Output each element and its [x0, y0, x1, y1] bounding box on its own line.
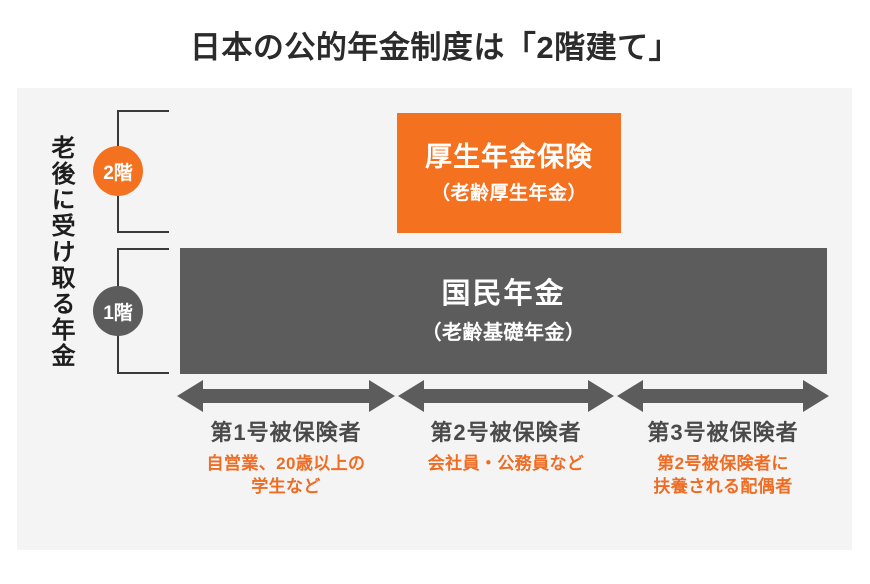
- tier1-box: 国民年金 （老齢基礎年金）: [180, 248, 827, 374]
- category-column-1: 第1号被保険者 自営業、20歳以上の 学生など: [177, 378, 395, 499]
- category-title-3: 第3号被保険者: [647, 420, 799, 445]
- category-desc-3-line2: 扶養される配偶者: [653, 477, 793, 497]
- category-desc-2: 会社員・公務員など: [398, 453, 614, 476]
- category-desc-2-line1: 会社員・公務員など: [427, 454, 585, 474]
- page-title: 日本の公的年金制度は「2階建て」: [189, 30, 681, 65]
- floor-badge-1-label: 1階: [103, 302, 133, 324]
- floor-badge-2-label: 2階: [103, 162, 133, 184]
- category-desc-3: 第2号被保険者に 扶養される配偶者: [617, 453, 829, 499]
- category-desc-1-line2: 学生など: [251, 477, 321, 497]
- floor-badge-1: 1階: [93, 286, 143, 336]
- category-column-3: 第3号被保険者 第2号被保険者に 扶養される配偶者: [617, 378, 829, 499]
- tier1-title: 国民年金: [441, 278, 566, 311]
- vertical-axis-label: 老後に受け取る年金: [47, 135, 74, 369]
- double-arrow-icon: [177, 378, 395, 414]
- category-desc-3-line1: 第2号被保険者に: [657, 454, 789, 474]
- double-arrow-icon: [617, 378, 829, 414]
- category-title-1: 第1号被保険者: [210, 420, 362, 445]
- double-arrow-icon: [398, 378, 614, 414]
- floor-badge-2: 2階: [93, 146, 143, 196]
- category-desc-1-line1: 自営業、20歳以上の: [206, 454, 366, 474]
- tier2-box: 厚生年金保険 （老齢厚生年金）: [397, 113, 621, 233]
- tier2-subtitle: （老齢厚生年金）: [430, 183, 587, 205]
- tier2-title: 厚生年金保険: [425, 141, 593, 172]
- category-desc-1: 自営業、20歳以上の 学生など: [177, 453, 395, 499]
- tier1-subtitle: （老齢基礎年金）: [421, 321, 586, 344]
- category-column-2: 第2号被保険者 会社員・公務員など: [398, 378, 614, 476]
- category-title-2: 第2号被保険者: [430, 420, 582, 445]
